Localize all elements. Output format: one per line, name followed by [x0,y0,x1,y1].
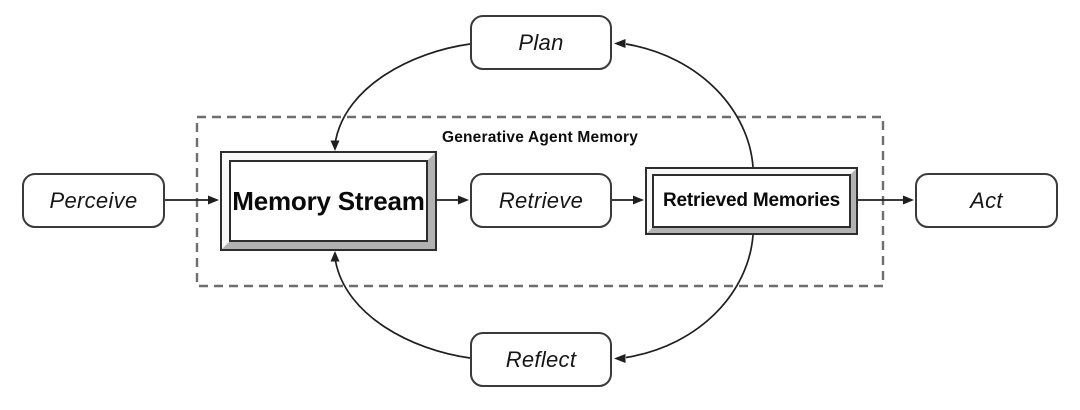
node-perceive-label: Perceive [49,187,138,213]
node-memory-stream: Memory Stream [220,151,437,251]
edge-reflect-to-memory-stream [334,260,471,359]
dashed-boundary-box [195,115,885,288]
arrowhead-into-retrieve [458,195,469,205]
arrowhead-into-plan [614,39,626,48]
arrowhead-into-act [903,195,914,205]
node-plan-label: Plan [518,29,564,55]
node-reflect: Reflect [470,332,612,387]
memory-boundary-title: Generative Agent Memory [441,129,639,146]
memory-stream-bevel-frame: Memory Stream [222,153,435,249]
node-act-label: Act [970,187,1003,213]
node-perceive: Perceive [22,173,165,228]
arrowhead-into-memory-stream-bottom [330,251,340,262]
retrieved-memories-bevel-frame: Retrieved Memories [647,169,856,233]
node-retrieve-label: Retrieve [498,187,584,213]
node-retrieved-memories: Retrieved Memories [645,167,858,235]
node-plan: Plan [470,15,612,70]
node-retrieve: Retrieve [470,173,612,228]
node-act: Act [915,173,1058,228]
edge-retrieved-memories-to-reflect [625,234,754,359]
node-reflect-label: Reflect [505,346,577,372]
arrowhead-into-memory-stream-top [330,140,340,151]
edge-retrieved-memories-to-plan [625,43,754,168]
retrieved-memories-label: Retrieved Memories [652,174,851,228]
arrowhead-into-retrieved-memories [633,195,644,205]
arrowhead-into-reflect [614,354,626,363]
arrowhead-into-memory-stream-left [208,195,219,205]
memory-stream-label: Memory Stream [229,160,428,242]
edge-plan-to-memory-stream [334,43,471,142]
